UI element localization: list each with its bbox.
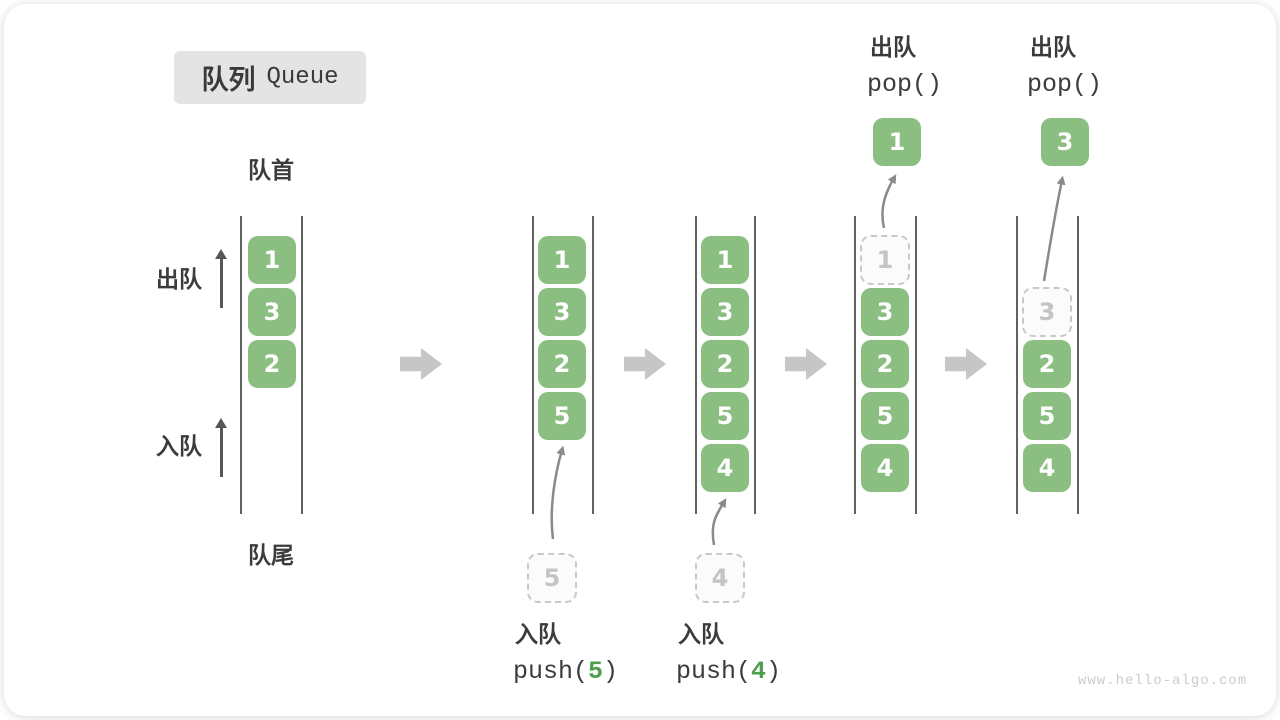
queue-box: 4 [1023, 444, 1071, 492]
queue-box: 3 [701, 288, 749, 336]
state2-right-rail [592, 216, 594, 514]
right-arrow-icon [400, 348, 442, 380]
queue-box: 5 [701, 392, 749, 440]
state3-left-rail [695, 216, 697, 514]
pending-box: 5 [527, 553, 577, 603]
popped-box: 3 [1041, 118, 1089, 166]
front-label: 队首 [248, 158, 294, 184]
push5-arg: 5 [588, 657, 604, 686]
dequeue-arrow-line [220, 259, 223, 308]
queue-box: 5 [861, 392, 909, 440]
queue-box: 1 [248, 236, 296, 284]
enqueue-arrow-line [220, 428, 223, 477]
rear-label: 队尾 [248, 543, 294, 569]
pop1-curved-arrow [881, 174, 897, 229]
state2-left-rail [532, 216, 534, 514]
state4-right-rail [915, 216, 917, 514]
queue-box: 3 [861, 288, 909, 336]
queue-box: 4 [701, 444, 749, 492]
pop1-op-label: 出队 [870, 35, 916, 61]
queue-box: 2 [538, 340, 586, 388]
queue-box: 2 [248, 340, 296, 388]
queue-box: 4 [861, 444, 909, 492]
queue-box: 1 [538, 236, 586, 284]
enqueue-label: 入队 [156, 434, 202, 460]
pop2-op-label: 出队 [1030, 35, 1076, 61]
watermark: www.hello-algo.com [1078, 673, 1248, 689]
queue-box: 5 [1023, 392, 1071, 440]
enqueue-arrow-icon [215, 418, 227, 428]
pending-box: 4 [695, 553, 745, 603]
pop2-op-code: pop() [1027, 70, 1103, 99]
push5-op-code: push(5) [513, 657, 619, 686]
dequeue-label: 出队 [156, 267, 202, 293]
push4-op-code: push(4) [676, 657, 782, 686]
dequeue-arrow-icon [215, 249, 227, 259]
removed-box: 1 [860, 235, 910, 285]
state5-right-rail [1077, 216, 1079, 514]
queue-box: 5 [538, 392, 586, 440]
pop1-op-code: pop() [867, 70, 943, 99]
state5-left-rail [1016, 216, 1018, 514]
popped-box: 1 [873, 118, 921, 166]
queue-diagram: 队列 Queue 队首 队尾 出队 入队 1 3 2 1 3 2 5 5 入队 … [4, 4, 1276, 716]
state1-right-rail [301, 216, 303, 514]
push5-op-label: 入队 [515, 622, 561, 648]
queue-box: 2 [701, 340, 749, 388]
queue-box: 1 [701, 236, 749, 284]
queue-box: 2 [1023, 340, 1071, 388]
right-arrow-icon [945, 348, 987, 380]
state4-left-rail [854, 216, 856, 514]
queue-box: 3 [538, 288, 586, 336]
state1-left-rail [240, 216, 242, 514]
state3-right-rail [754, 216, 756, 514]
enqueue5-curved-arrow [550, 445, 566, 540]
push4-op-label: 入队 [678, 622, 724, 648]
push4-arg: 4 [751, 657, 767, 686]
right-arrow-icon [785, 348, 827, 380]
title-badge: 队列 Queue [174, 51, 366, 104]
pop2-curved-arrow [1042, 175, 1066, 282]
removed-box: 3 [1022, 287, 1072, 337]
title-en: Queue [266, 64, 339, 91]
queue-box: 2 [861, 340, 909, 388]
queue-box: 3 [248, 288, 296, 336]
enqueue4-curved-arrow [711, 498, 727, 546]
right-arrow-icon [624, 348, 666, 380]
title-zh: 队列 [201, 65, 256, 96]
